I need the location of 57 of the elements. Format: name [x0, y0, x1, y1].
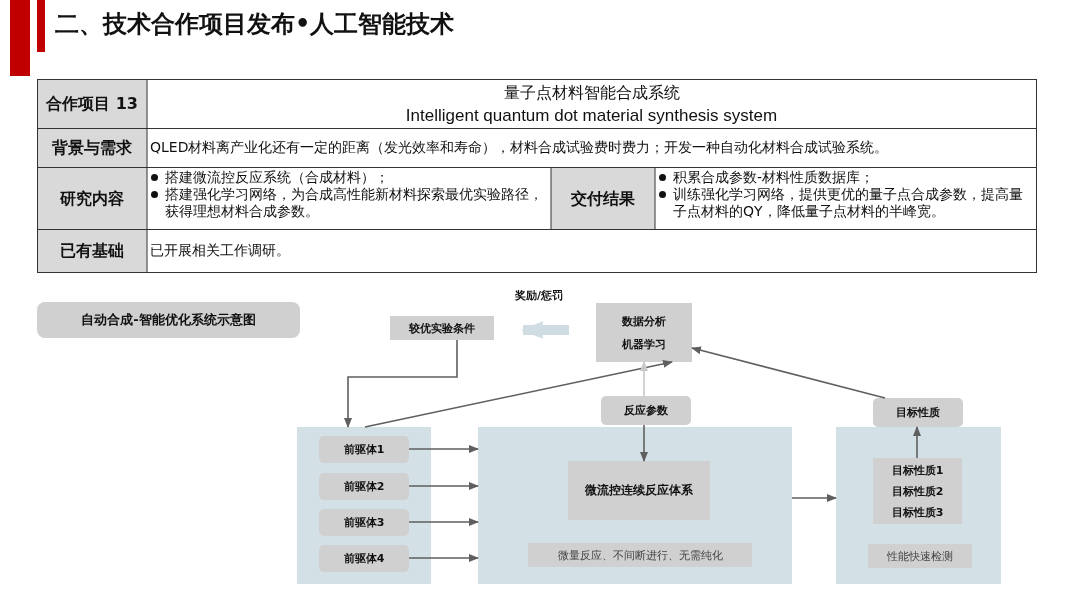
node-text: 目标性质2	[891, 483, 944, 499]
result-box	[873, 458, 962, 524]
arrow	[344, 339, 458, 428]
input-box	[319, 545, 409, 572]
row-header: 交付结果	[571, 189, 635, 207]
list-item: 积累合成参数-材料性质数据库；	[673, 169, 875, 186]
arrow	[791, 494, 837, 502]
title-box	[37, 302, 300, 338]
process-box	[568, 461, 710, 520]
node-text: 较优实验条件	[409, 320, 475, 336]
row-header: 背景与需求	[52, 139, 132, 156]
process-box	[390, 316, 494, 340]
arrow	[364, 359, 673, 428]
node-text: 反应参数	[624, 403, 668, 418]
row-header: 研究内容	[60, 189, 124, 207]
group-panel	[478, 427, 792, 584]
arrow	[408, 445, 479, 453]
node-text: 目标性质1	[891, 462, 944, 478]
input-box	[319, 473, 409, 500]
process-box	[596, 303, 692, 362]
parameter-box	[601, 396, 691, 425]
project-title: 量子点材料智能合成系统	[503, 83, 680, 101]
edge-label: 奖励/惩罚	[515, 288, 564, 303]
row-header: 合作项目 13	[46, 95, 138, 112]
list-item: 搭建强化学习网络，为合成高性能新材料探索最优实验路径，获得理想材料合成参数。	[165, 186, 544, 220]
node-text: 微流控连续反应体系	[585, 482, 693, 499]
table-text: QLED材料离产业化还有一定的距离（发光效率和寿命），材料合成试验费时费力；开发一种自动化材料合成试验系统。	[150, 139, 889, 156]
block-arrow	[520, 321, 569, 339]
node-text: 数据分析	[622, 313, 666, 329]
node-text: 微量反应、不间断进行、无需纯化	[557, 547, 723, 563]
node-text: 性能快速检测	[887, 548, 953, 564]
node-text: 机器学习	[622, 336, 666, 352]
input-box	[319, 509, 409, 536]
row-header: 已有基础	[60, 242, 124, 259]
node-text: 前驱体2	[343, 479, 385, 494]
arrow	[640, 424, 648, 462]
node-text: 目标性质	[896, 405, 940, 420]
node-text: 前驱体3	[343, 515, 385, 530]
arrow	[408, 554, 479, 562]
node-text: 目标性质3	[891, 504, 944, 520]
arrow	[408, 518, 479, 526]
arrow	[408, 482, 479, 490]
list-item: 搭建微流控反应系统（合成材料）；	[165, 169, 389, 186]
group-panel	[297, 427, 431, 584]
node-text: 前驱体4	[343, 551, 385, 566]
list-item: 训练强化学习网络，提供更优的量子点合成参数，提高量子点材料的QY，降低量子点材料的半峰宽。	[673, 186, 1024, 220]
group-panel	[836, 427, 1001, 584]
arrow	[913, 426, 921, 459]
node-text: 自动合成-智能优化系统示意图	[81, 311, 256, 329]
project-title: Intelligent quantum dot material synthesis system	[405, 106, 778, 124]
input-box	[319, 436, 409, 463]
arrow	[691, 346, 886, 399]
node-text: 前驱体1	[343, 442, 385, 457]
arrow	[640, 361, 648, 397]
page-title: 二、技术合作项目发布•人工智能技术	[55, 9, 455, 40]
result-box	[873, 398, 963, 427]
table-text: 已开展相关工作调研。	[150, 242, 290, 259]
